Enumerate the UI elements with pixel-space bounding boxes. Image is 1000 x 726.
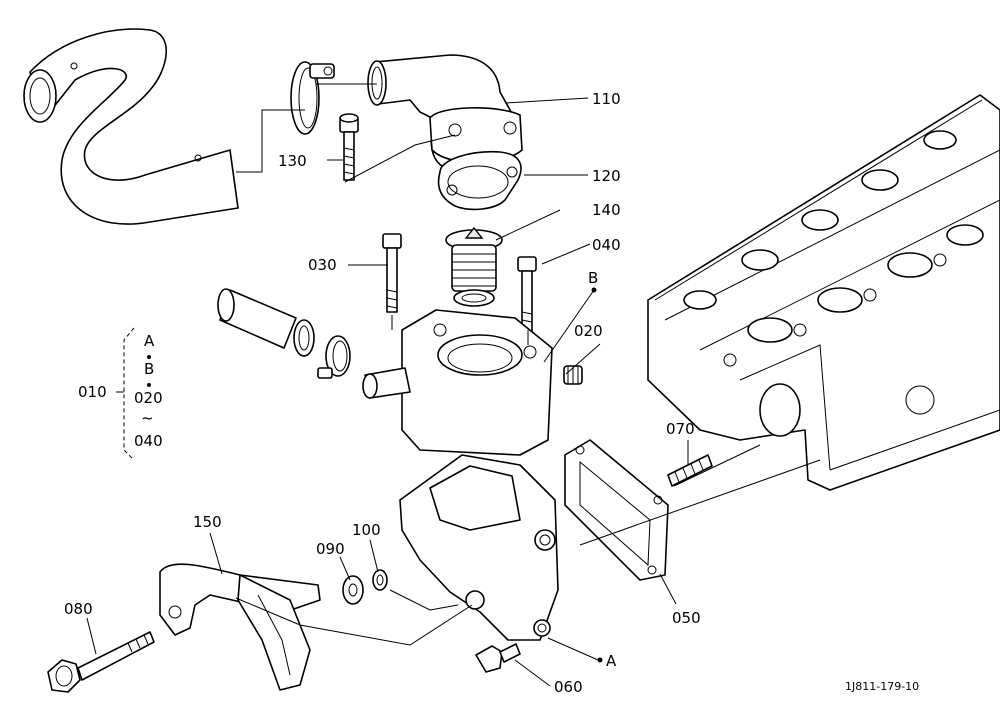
label-a-ref: A (606, 652, 617, 670)
gasket-050 (564, 439, 669, 581)
label-040: 040 (592, 236, 621, 254)
label-150: 150 (193, 513, 222, 531)
group-dot-2 (147, 383, 151, 387)
bolt-040 (517, 256, 537, 332)
group-item-tilde: ~ (141, 409, 154, 427)
washer-090 (342, 575, 364, 605)
thermostat-housing (362, 309, 553, 456)
label-070: 070 (666, 420, 695, 438)
bolt-130 (339, 113, 359, 181)
ref-b-dot (591, 287, 597, 293)
stud-070 (667, 454, 713, 487)
bolt-080 (47, 631, 155, 693)
hose-clamp-small (317, 335, 351, 379)
label-060: 060 (554, 678, 583, 696)
washer-100 (372, 569, 388, 591)
water-pump-body (399, 454, 559, 641)
group-bracket (123, 327, 135, 461)
label-110: 110 (592, 90, 621, 108)
gasket-120 (437, 150, 522, 211)
ref-a-dot (597, 657, 603, 663)
bypass-hose (217, 288, 315, 357)
label-050: 050 (672, 609, 701, 627)
label-100: 100 (352, 521, 381, 539)
label-130: 130 (278, 152, 307, 170)
hose-clamp-top (290, 61, 335, 135)
label-140: 140 (592, 201, 621, 219)
upper-hose (23, 28, 239, 225)
group-dot-1 (147, 355, 151, 359)
bracket-150 (159, 563, 321, 691)
label-090: 090 (316, 540, 345, 558)
drawing-code: 1J811-179-10 (845, 680, 919, 693)
label-b-ref: B (588, 269, 598, 287)
cylinder-head (647, 94, 1000, 491)
leader-lines (86, 83, 821, 687)
label-120: 120 (592, 167, 621, 185)
group-item-020: 020 (134, 389, 163, 407)
group-item-a: A (144, 332, 155, 350)
label-020: 020 (574, 322, 603, 340)
label-010: 010 (78, 383, 107, 401)
bolt-060 (475, 643, 521, 673)
water-outlet-110 (367, 54, 523, 169)
bolt-030 (382, 233, 402, 313)
label-080: 080 (64, 600, 93, 618)
group-item-b: B (144, 360, 154, 378)
group-item-040: 040 (134, 432, 163, 450)
thermostat-140 (445, 226, 503, 307)
plug-020 (563, 365, 583, 385)
label-030: 030 (308, 256, 337, 274)
